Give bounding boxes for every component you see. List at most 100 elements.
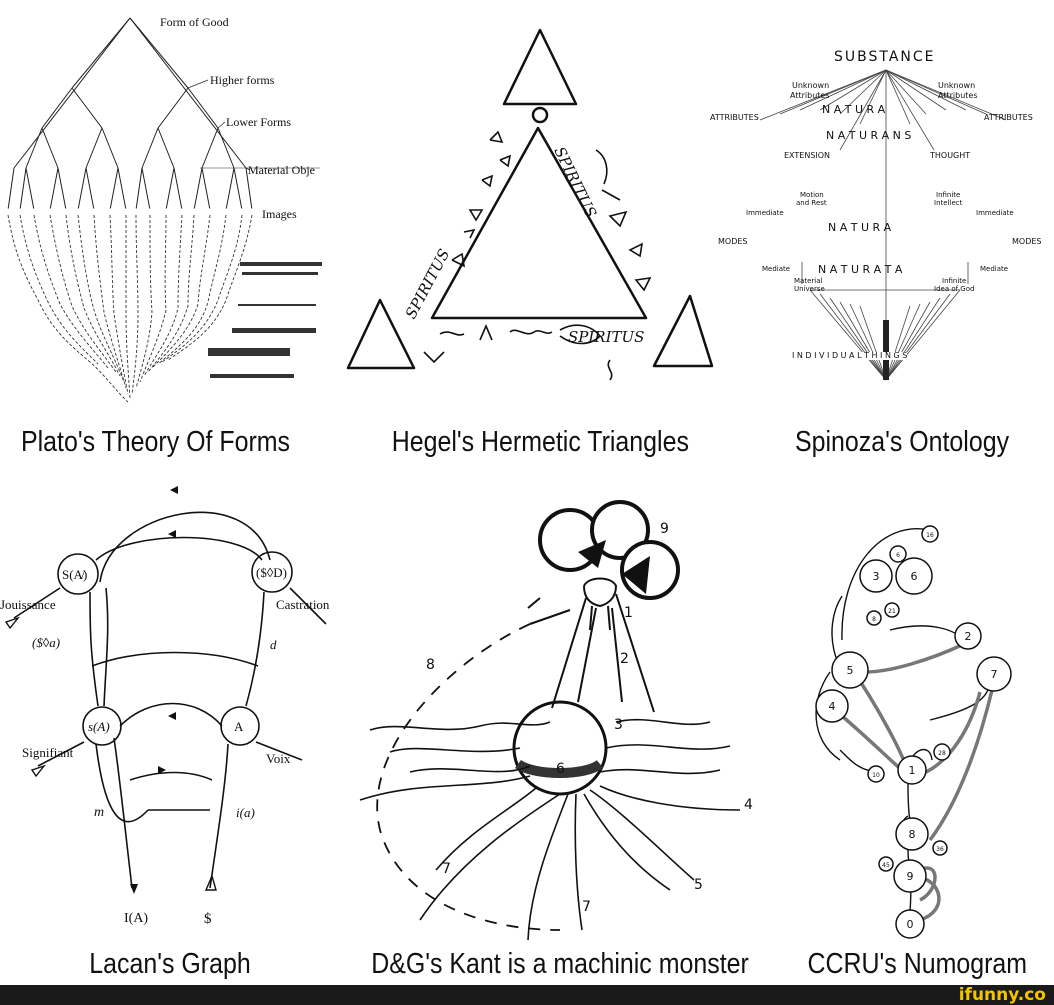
- spinoza-and-rest: and Rest: [796, 199, 827, 207]
- spinoza-natura-top: N A T U R A: [822, 103, 886, 116]
- dg-label-2: 2: [620, 651, 629, 667]
- spinoza-intellect: Intellect: [934, 199, 963, 207]
- spinoza-attributes-small-right: Attributes: [938, 91, 978, 100]
- svg-text:SPIRITUS: SPIRITUS: [568, 328, 644, 346]
- dg-label-3: 3: [614, 717, 623, 733]
- lacan-castration-label: Castration: [276, 597, 330, 612]
- ccru-zone-circle: [921, 525, 939, 543]
- ccru-zone-circle: [859, 559, 893, 593]
- spinoza-immediate-left: Immediate: [746, 209, 784, 217]
- spinoza-fan-graphic: [759, 69, 1007, 381]
- spinoza-naturata: N A T U R A T A: [818, 263, 903, 276]
- spinoza-modes-left: MODES: [718, 237, 748, 246]
- lacan-signifiant-label: Signifiant: [22, 745, 74, 760]
- ccru-zone-circle: [815, 689, 849, 723]
- caption-lacan: Lacan's Graph: [89, 948, 251, 980]
- lacan-i-a-label: i(a): [236, 805, 255, 820]
- spinoza-extension: EXTENSION: [784, 151, 831, 160]
- spinoza-motion: Motion: [800, 191, 824, 199]
- footer-bar: ifunny.co: [0, 985, 1054, 1005]
- dg-machine-graphic: [359, 500, 741, 941]
- ifunny-watermark: ifunny.co: [958, 985, 1046, 1005]
- ccru-zone-circle: [976, 656, 1012, 692]
- spinoza-natura-middle: N A T U R A: [828, 221, 892, 234]
- dg-label-7a: 7: [442, 861, 451, 877]
- lacan-voix-label: Voix: [266, 751, 291, 766]
- lacan-s-barred-a-node: S(A̸): [62, 567, 88, 582]
- ccru-zone-circle: [895, 909, 925, 939]
- ccru-zone-label: 6: [896, 552, 900, 559]
- ccru-zone-label: 21: [888, 608, 896, 615]
- ccru-zone-label: 2: [965, 630, 972, 643]
- spinoza-mediate-left: Mediate: [762, 265, 791, 273]
- caption-plato: Plato's Theory Of Forms: [21, 426, 291, 458]
- spinoza-infinite: Infinite: [936, 191, 961, 199]
- ccru-zone-circle: [878, 856, 894, 872]
- ccru-zone-circle: [895, 557, 933, 595]
- svg-text:SPIRITUS: SPIRITUS: [550, 144, 600, 221]
- ccru-zone-label: 8: [872, 616, 876, 623]
- spinoza-substance-label: SUBSTANCE: [834, 49, 936, 65]
- ccru-zone-label: 45: [882, 862, 890, 869]
- dg-diagram: 9 1 2 8 3 6 4 7 5 7: [359, 490, 760, 941]
- ccru-zone-label: 4: [829, 700, 836, 713]
- spinoza-thought: THOUGHT: [930, 151, 971, 160]
- dg-label-7b: 7: [582, 899, 591, 915]
- svg-text:SPIRITUS: SPIRITUS: [402, 246, 454, 322]
- dg-label-4: 4: [744, 797, 753, 813]
- ccru-zone-circle: [933, 743, 951, 761]
- hegel-triangles-graphic: SPIRITUS SPIRITUS SPIRITUS: [346, 28, 714, 381]
- spinoza-diagram: SUBSTANCE Unknown Attributes Unknown Att…: [710, 40, 1054, 410]
- ccru-zone-label: 8: [909, 828, 916, 841]
- ccru-zone-label: 6: [911, 570, 918, 583]
- spinoza-mediate-right: Mediate: [980, 265, 1009, 273]
- lacan-d-label: d: [270, 637, 277, 652]
- ccru-zone-circle: [954, 622, 982, 650]
- ccru-zone-circle: [932, 840, 948, 856]
- plato-form-of-good-label: Form of Good: [160, 15, 229, 29]
- spinoza-idea-of-god: Idea of God: [934, 285, 975, 293]
- spinoza-naturans: N A T U R A N S: [826, 129, 912, 142]
- dg-label-1: 1: [624, 605, 633, 621]
- spinoza-unknown-right: Unknown: [938, 81, 976, 90]
- ccru-zone-circle: [867, 765, 885, 783]
- plato-images-label: Images: [262, 207, 297, 221]
- ccru-zone-label: 36: [936, 846, 944, 853]
- lacan-s-a-node: s(A): [88, 719, 110, 734]
- spinoza-attributes-small-left: Attributes: [790, 91, 830, 100]
- ccru-zone-circle: [895, 817, 929, 851]
- hegel-diagram: SPIRITUS SPIRITUS SPIRITUS: [340, 0, 714, 420]
- ccru-zone-circle: [831, 651, 869, 689]
- lacan-jouissance-label: Jouissance: [0, 597, 56, 612]
- lacan-diagram: S(A̸) ($◊D) Jouissance Castration ($◊a) …: [0, 480, 350, 940]
- spinoza-universe: Universe: [794, 285, 825, 293]
- spinoza-unknown-left: Unknown: [792, 81, 830, 90]
- dg-label-5: 5: [694, 877, 703, 893]
- ccru-zone-label: 10: [872, 772, 880, 779]
- spinoza-infinite2: Infinite: [942, 277, 967, 285]
- lacan-graph-graphic: [4, 486, 327, 894]
- spinoza-immediate-right: Immediate: [976, 209, 1014, 217]
- dg-label-8: 8: [426, 657, 435, 673]
- ccru-zone-label: 9: [907, 870, 914, 883]
- caption-spinoza: Spinoza's Ontology: [794, 426, 1010, 458]
- ccru-zone-label: 16: [926, 532, 934, 539]
- caption-hegel: Hegel's Hermetic Triangles: [391, 426, 689, 458]
- caption-dg: D&G's Kant is a machinic monster: [371, 948, 749, 980]
- spinoza-individual-things: I N D I V I D U A L T H I N G S: [792, 351, 908, 360]
- plato-tree-graphic: [0, 17, 322, 403]
- ccru-zone-circle: [866, 610, 882, 626]
- ccru-zone-label: 0: [907, 918, 914, 931]
- spinoza-attributes-right: ATTRIBUTES: [984, 113, 1033, 122]
- lacan-a-node: A: [234, 719, 244, 734]
- ccru-zone-label: 5: [847, 664, 854, 677]
- ccru-zone-circle: [897, 755, 927, 785]
- plato-higher-forms-label: Higher forms: [210, 73, 275, 87]
- caption-ccru: CCRU's Numogram: [807, 948, 1028, 980]
- dg-label-6: 6: [556, 761, 565, 777]
- ccru-zone-circle: [889, 545, 907, 563]
- ccru-zone-label: 1: [909, 764, 916, 777]
- lacan-barred-s-label: $: [204, 911, 212, 927]
